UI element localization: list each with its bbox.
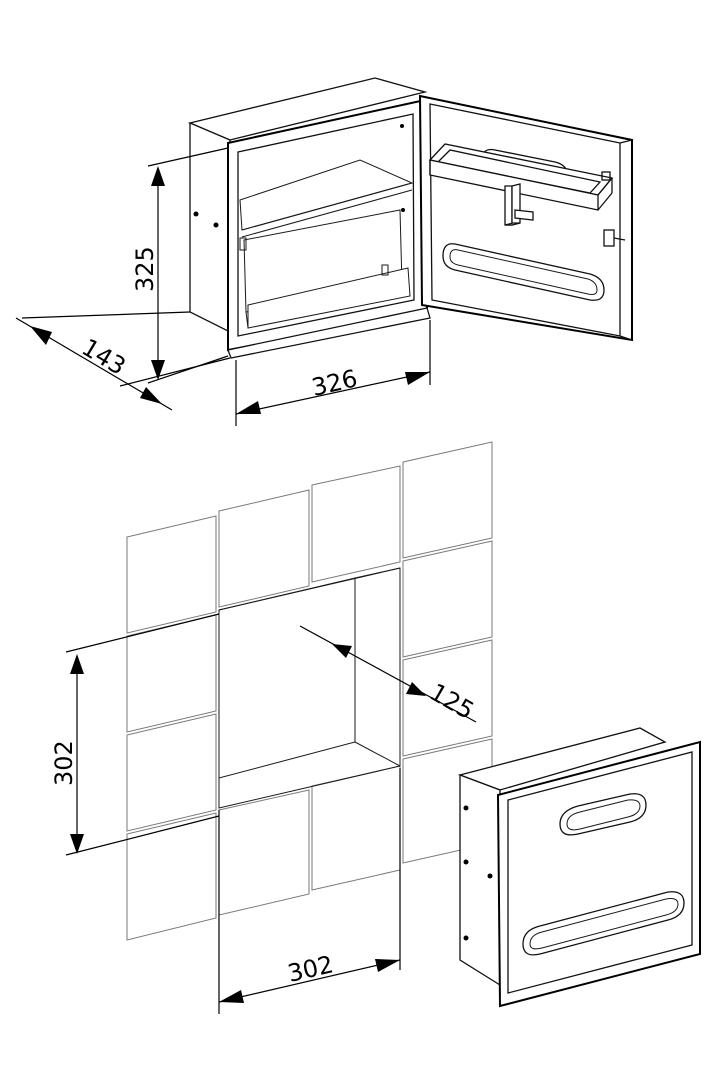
wall-niche (218, 567, 401, 809)
dimension-label-depth-bottom: 125 (425, 678, 479, 725)
dimension-depth-bottom (299, 625, 477, 723)
open-cabinet-illustration (187, 77, 633, 359)
dimension-width-bottom (218, 768, 401, 1014)
dimension-label-height-bottom: 302 (50, 740, 78, 786)
dimension-label-width-top: 326 (309, 364, 360, 402)
dimension-label-depth-top: 143 (77, 333, 131, 381)
dimension-depth-top (15, 311, 231, 411)
closed-cabinet-illustration (457, 727, 701, 1008)
dimension-height-bottom (65, 613, 220, 856)
dimension-label-height-top: 325 (131, 246, 159, 292)
dimension-label-width-bottom: 302 (285, 950, 336, 988)
dimension-height-top (147, 147, 229, 384)
dimension-width-top (235, 320, 431, 426)
